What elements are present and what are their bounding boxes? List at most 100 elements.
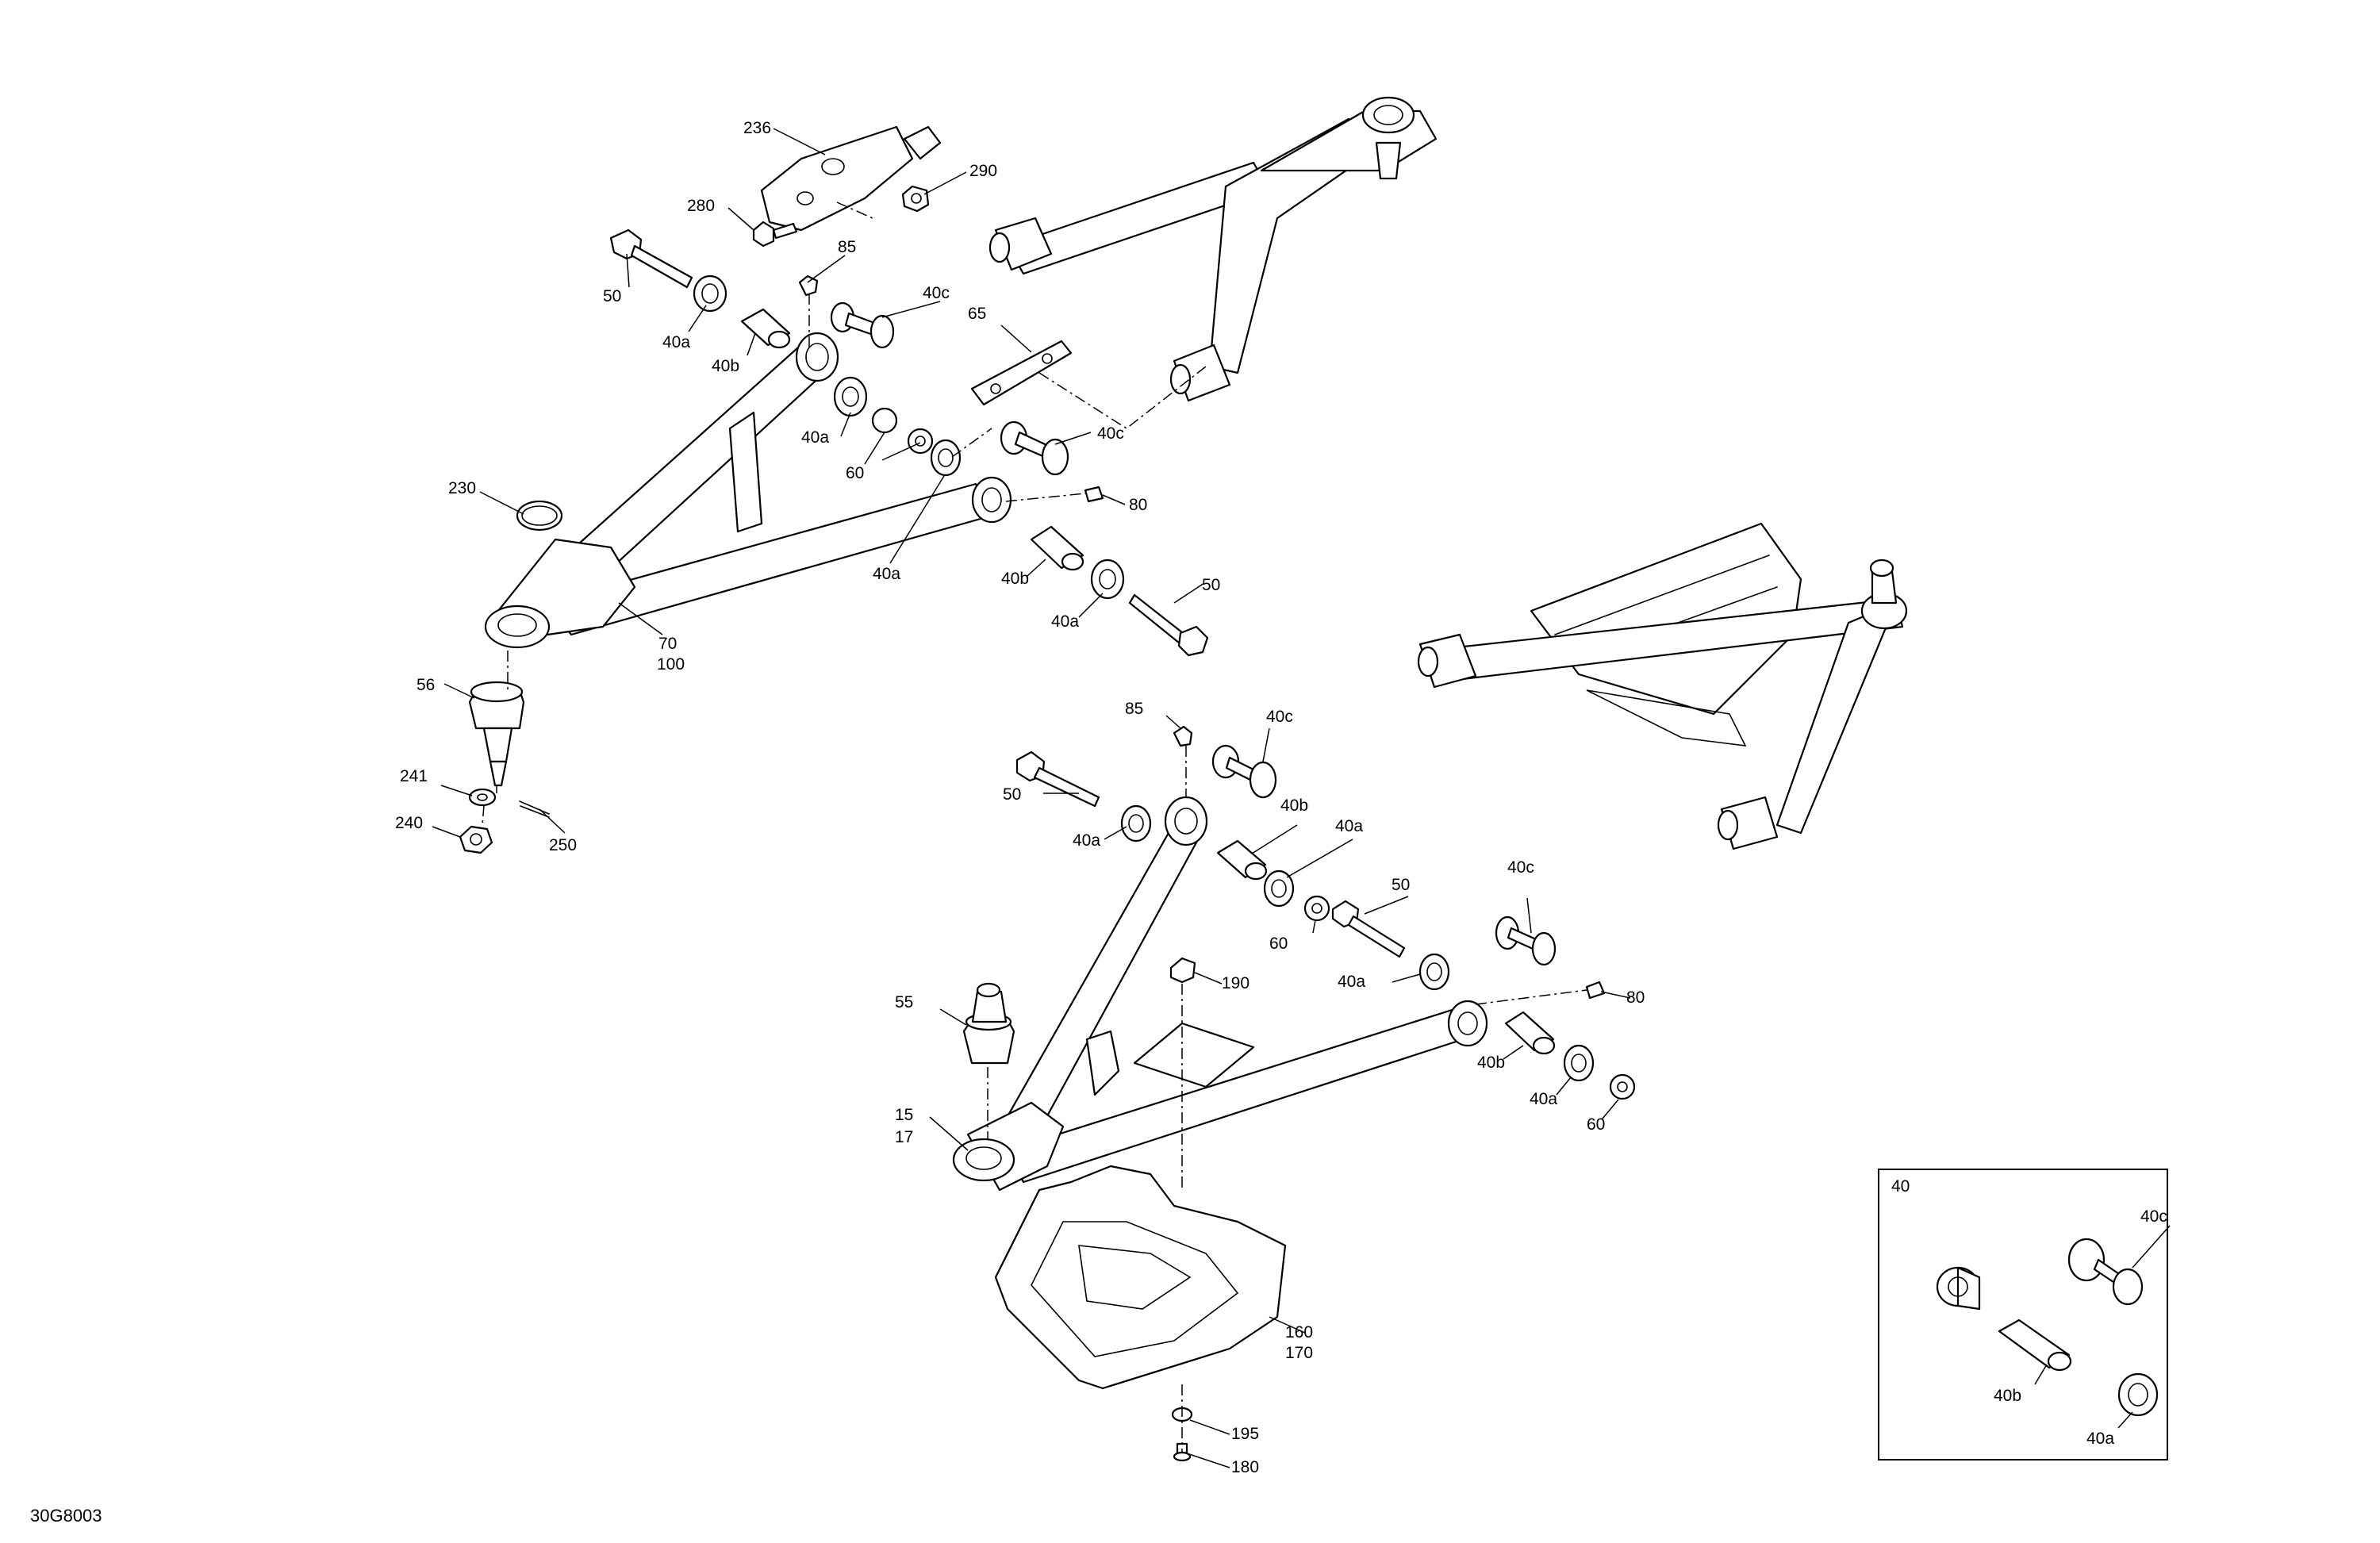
callout-40b-4: 40b	[1477, 1054, 1505, 1072]
lower-a-arm	[952, 796, 1488, 1192]
inset-label-40b: 40b	[1994, 1387, 2021, 1405]
callout-40a-6: 40a	[1335, 817, 1363, 835]
cotter-pin-250	[519, 800, 550, 818]
fitting-80-upper	[1084, 486, 1104, 503]
callout-280: 280	[687, 197, 715, 215]
inset-title: 40	[1891, 1177, 1910, 1196]
bushing-40a-lower-3	[1418, 953, 1450, 991]
sleeve-40b-lower-1	[1216, 839, 1268, 881]
inset-washer-40c	[2067, 1238, 2144, 1306]
callout-labels: 236 290 280 85 50 40a 40c 40b 65 40a 60 …	[395, 119, 1645, 1476]
ball-joint-56	[468, 681, 525, 787]
bolt-180	[1173, 1442, 1192, 1462]
fitting-80-lower	[1585, 981, 1606, 1000]
callout-56: 56	[416, 676, 435, 694]
callout-40c-3: 40c	[1266, 708, 1293, 726]
callout-240: 240	[395, 814, 423, 832]
callout-50-lower-front: 50	[1003, 785, 1021, 804]
callout-65: 65	[968, 305, 986, 323]
callout-80-upper: 80	[1129, 496, 1147, 514]
bushing-40a-upper-4	[1090, 558, 1125, 600]
bolt-50-lower-front	[1015, 750, 1100, 808]
bushing-40a-upper-1	[693, 274, 727, 313]
callout-55: 55	[895, 993, 913, 1011]
callout-85-upper: 85	[838, 238, 856, 256]
upper-a-arm	[484, 332, 1012, 649]
drawing-code: 30G8003	[30, 1506, 102, 1526]
washer-241	[468, 788, 497, 807]
nut-240	[459, 825, 493, 854]
lower-arm-assembled	[1417, 522, 1908, 850]
bushing-40a-upper-3	[930, 439, 962, 477]
callout-40a-5: 40a	[1073, 831, 1100, 850]
callout-40b-1: 40b	[712, 357, 739, 375]
nut-290	[901, 185, 930, 213]
nut-60-lower-1	[1303, 895, 1330, 922]
bolt-280	[752, 221, 798, 248]
callout-241: 241	[400, 767, 428, 785]
callout-60-lower-2: 60	[1587, 1115, 1605, 1134]
callout-50-upper-rear: 50	[1202, 576, 1220, 594]
callout-17: 17	[895, 1128, 913, 1146]
bushing-40a-lower-4	[1563, 1044, 1595, 1082]
bushing-40a-upper-2	[833, 376, 868, 417]
washer-40c-lower-1	[1211, 744, 1277, 799]
bushing-40a-lower-2	[1263, 869, 1295, 908]
callout-40b-3: 40b	[1280, 796, 1308, 815]
inset-bushing-40a	[2117, 1372, 2159, 1417]
callout-15: 15	[895, 1106, 913, 1124]
bolt-50-upper-rear	[1128, 593, 1209, 657]
sleeve-40b-lower-2	[1504, 1011, 1556, 1055]
leader-lines	[432, 128, 1631, 1468]
callout-60-upper: 60	[846, 464, 864, 482]
ring-230	[516, 500, 563, 532]
callout-40a-8: 40a	[1530, 1090, 1557, 1108]
callout-290: 290	[969, 162, 997, 180]
callout-190: 190	[1222, 974, 1250, 992]
inset-box-40: 40 40c 40b 40a	[1878, 1169, 2171, 1460]
assembly-lines	[482, 202, 1587, 1452]
callout-40c-1: 40c	[923, 284, 950, 302]
inset-bushing-40a-flanged	[1936, 1266, 1981, 1311]
callout-40a-7: 40a	[1338, 973, 1365, 991]
grease-fitting-85-lower	[1173, 725, 1193, 747]
callout-40a-3: 40a	[873, 565, 900, 583]
upper-arm-assembled	[988, 96, 1438, 402]
nut-190	[1169, 957, 1196, 984]
callout-250: 250	[549, 836, 577, 854]
callout-230: 230	[448, 479, 476, 497]
callout-236: 236	[743, 119, 771, 137]
bushing-40a-lower-1	[1120, 804, 1152, 843]
skid-plate-160	[994, 1165, 1287, 1390]
callout-40c-4: 40c	[1507, 858, 1534, 877]
callout-80-lower: 80	[1626, 988, 1645, 1007]
callout-180: 180	[1231, 1458, 1259, 1476]
ball-joint-55	[962, 982, 1015, 1065]
inset-sleeve-40b	[1998, 1318, 2072, 1372]
callout-40a-4: 40a	[1051, 612, 1079, 631]
sleeve-40b-upper-2	[1030, 525, 1084, 571]
callout-50-upper: 50	[603, 287, 621, 305]
callout-60-lower-1: 60	[1269, 935, 1288, 953]
callout-40a-1: 40a	[662, 333, 690, 351]
plate-65	[970, 340, 1073, 406]
nut-60-upper	[871, 407, 934, 455]
grease-fitting-85-upper	[798, 274, 819, 297]
callout-100: 100	[657, 655, 685, 674]
callout-40a-2: 40a	[801, 428, 829, 447]
inset-label-40c: 40c	[2140, 1207, 2167, 1226]
washer-40c-upper-1	[830, 301, 895, 349]
callout-85-lower: 85	[1125, 700, 1143, 718]
callout-160: 160	[1285, 1323, 1313, 1341]
callout-40b-2: 40b	[1001, 570, 1029, 588]
inset-label-40a: 40a	[2086, 1430, 2114, 1448]
bolt-50-upper	[609, 228, 693, 289]
nut-60-lower-2	[1609, 1073, 1636, 1100]
callout-70: 70	[658, 635, 677, 653]
washer-40c-upper-2	[1000, 420, 1069, 476]
callout-170: 170	[1285, 1344, 1313, 1362]
bolt-50-lower-rear	[1331, 900, 1406, 958]
bracket-236	[760, 125, 942, 232]
callout-50-lower-rear: 50	[1392, 876, 1410, 894]
